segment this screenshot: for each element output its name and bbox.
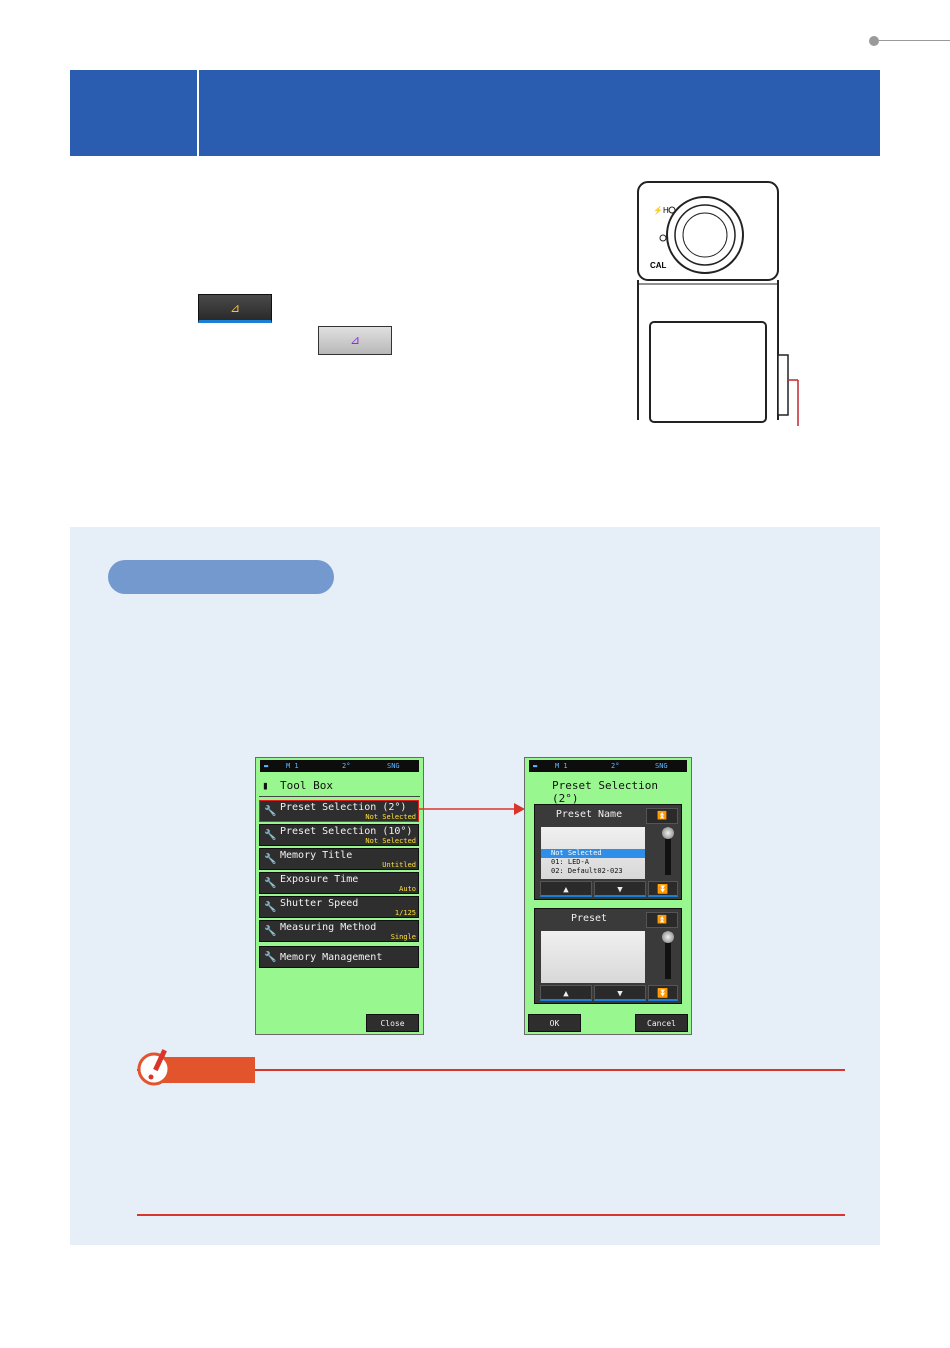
- menu-item-value: Auto: [399, 885, 416, 893]
- status-bar: ▬ M 1 2° SNG: [260, 760, 419, 772]
- menu-item-value: 1/125: [394, 909, 416, 917]
- status-angle: 2°: [611, 762, 620, 770]
- menu-item-label: Preset Selection (10°): [280, 826, 413, 837]
- battery-icon: ▬: [264, 762, 269, 770]
- toolbox-screen: ▬ M 1 2° SNG ▮ Tool Box 🔧 Preset Selecti…: [255, 757, 424, 1035]
- section-header: [70, 70, 880, 156]
- page-marker-line: [879, 40, 950, 41]
- page-marker-dot: [869, 36, 879, 46]
- caution-top-line: [137, 1069, 845, 1071]
- scrollbar[interactable]: [665, 931, 671, 979]
- scroll-bottom-button[interactable]: ⏬: [648, 881, 678, 897]
- scroll-up-button[interactable]: ▲: [540, 985, 592, 1001]
- toolbox-icon: ▮: [262, 779, 269, 792]
- menu-item-label: Shutter Speed: [280, 898, 359, 909]
- list-item[interactable]: 01: LED-A: [551, 858, 589, 866]
- menu-item-label: Preset Selection (2°): [280, 802, 407, 813]
- preset-screen: ▬ M 1 2° SNG Preset Selection (2°) Prese…: [524, 757, 692, 1035]
- wrench-icon: 🔧: [264, 854, 277, 865]
- menu-item-shutter-speed[interactable]: 🔧 Shutter Speed 1/125: [259, 896, 419, 918]
- menu-item-value: Single: [390, 933, 416, 941]
- menu-item-value: Not Selected: [365, 837, 416, 845]
- preset-info-header: Preset Information: [556, 913, 622, 944]
- cancel-button[interactable]: Cancel: [635, 1014, 688, 1032]
- scroll-down-button[interactable]: ▼: [594, 881, 646, 897]
- status-mode: M 1: [286, 762, 299, 770]
- scrollbar[interactable]: [665, 827, 671, 875]
- close-button[interactable]: Close: [366, 1014, 419, 1032]
- scroll-down-button[interactable]: ▼: [594, 985, 646, 1001]
- device-label-cal: CAL: [650, 261, 667, 270]
- caution-label-bar: [158, 1057, 255, 1083]
- menu-item-memory-title[interactable]: 🔧 Memory Title Untitled: [259, 848, 419, 870]
- scroll-knob[interactable]: [662, 931, 674, 943]
- menu-item-preset-2[interactable]: 🔧 Preset Selection (2°) Not Selected: [259, 800, 419, 822]
- menu-item-label: Measuring Method: [280, 922, 377, 933]
- status-sng: SNG: [387, 762, 400, 770]
- header-divider: [197, 70, 199, 156]
- menu-item-label: Memory Title: [280, 850, 353, 861]
- preset-name-box: Preset Name ⏫ Not Selected 01: LED-A 02:…: [534, 804, 682, 900]
- dark-delta-button[interactable]: ⊿: [198, 294, 272, 323]
- status-sng: SNG: [655, 762, 668, 770]
- preset-screen-title: Preset Selection (2°): [552, 779, 658, 805]
- toolbox-title: Tool Box: [280, 779, 333, 792]
- scroll-bottom-button[interactable]: ⏬: [648, 985, 678, 1001]
- list-item[interactable]: 02: Default02-023: [551, 867, 623, 875]
- menu-item-value: Untitled: [382, 861, 416, 869]
- light-delta-button[interactable]: ⊿: [318, 326, 392, 355]
- wrench-icon: 🔧: [264, 878, 277, 889]
- preset-name-header: Preset Name: [555, 809, 623, 820]
- device-label-1: ⚡H: [653, 205, 669, 215]
- wrench-icon: 🔧: [264, 926, 277, 937]
- section-pill-label: [108, 560, 334, 594]
- battery-icon: ▬: [533, 762, 538, 770]
- scroll-top-icon[interactable]: ⏫: [646, 912, 678, 928]
- scroll-up-button[interactable]: ▲: [540, 881, 592, 897]
- menu-item-exposure-time[interactable]: 🔧 Exposure Time Auto: [259, 872, 419, 894]
- status-bar: ▬ M 1 2° SNG: [529, 760, 687, 772]
- wrench-icon: 🔧: [264, 952, 277, 963]
- preset-info-box: Preset Information ⏫ ▲ ▼ ⏬: [534, 908, 682, 1004]
- menu-item-preset-10[interactable]: 🔧 Preset Selection (10°) Not Selected: [259, 824, 419, 846]
- flow-arrow: [418, 803, 525, 815]
- status-mode: M 1: [555, 762, 568, 770]
- menu-item-memory-management[interactable]: 🔧 Memory Management: [259, 946, 419, 968]
- preset-info-area: [541, 931, 645, 983]
- status-angle: 2°: [342, 762, 351, 770]
- wrench-icon: 🔧: [264, 902, 277, 913]
- menu-item-label: Memory Management: [280, 952, 383, 963]
- device-illustration: ⚡H CAL: [637, 181, 799, 426]
- menu-item-label: Exposure Time: [280, 874, 359, 885]
- ok-button[interactable]: OK: [528, 1014, 581, 1032]
- caution-icon: [137, 1049, 171, 1086]
- list-item[interactable]: Not Selected: [541, 849, 645, 858]
- scroll-top-icon[interactable]: ⏫: [646, 808, 678, 824]
- wrench-icon: 🔧: [264, 806, 277, 817]
- info-panel: [70, 527, 880, 1245]
- caution-bottom-line: [137, 1214, 845, 1216]
- scroll-knob[interactable]: [662, 827, 674, 839]
- wrench-icon: 🔧: [264, 830, 277, 841]
- menu-item-value: Not Selected: [365, 813, 416, 821]
- preset-name-list[interactable]: Not Selected 01: LED-A 02: Default02-023: [541, 827, 645, 879]
- menu-item-measuring-method[interactable]: 🔧 Measuring Method Single: [259, 920, 419, 942]
